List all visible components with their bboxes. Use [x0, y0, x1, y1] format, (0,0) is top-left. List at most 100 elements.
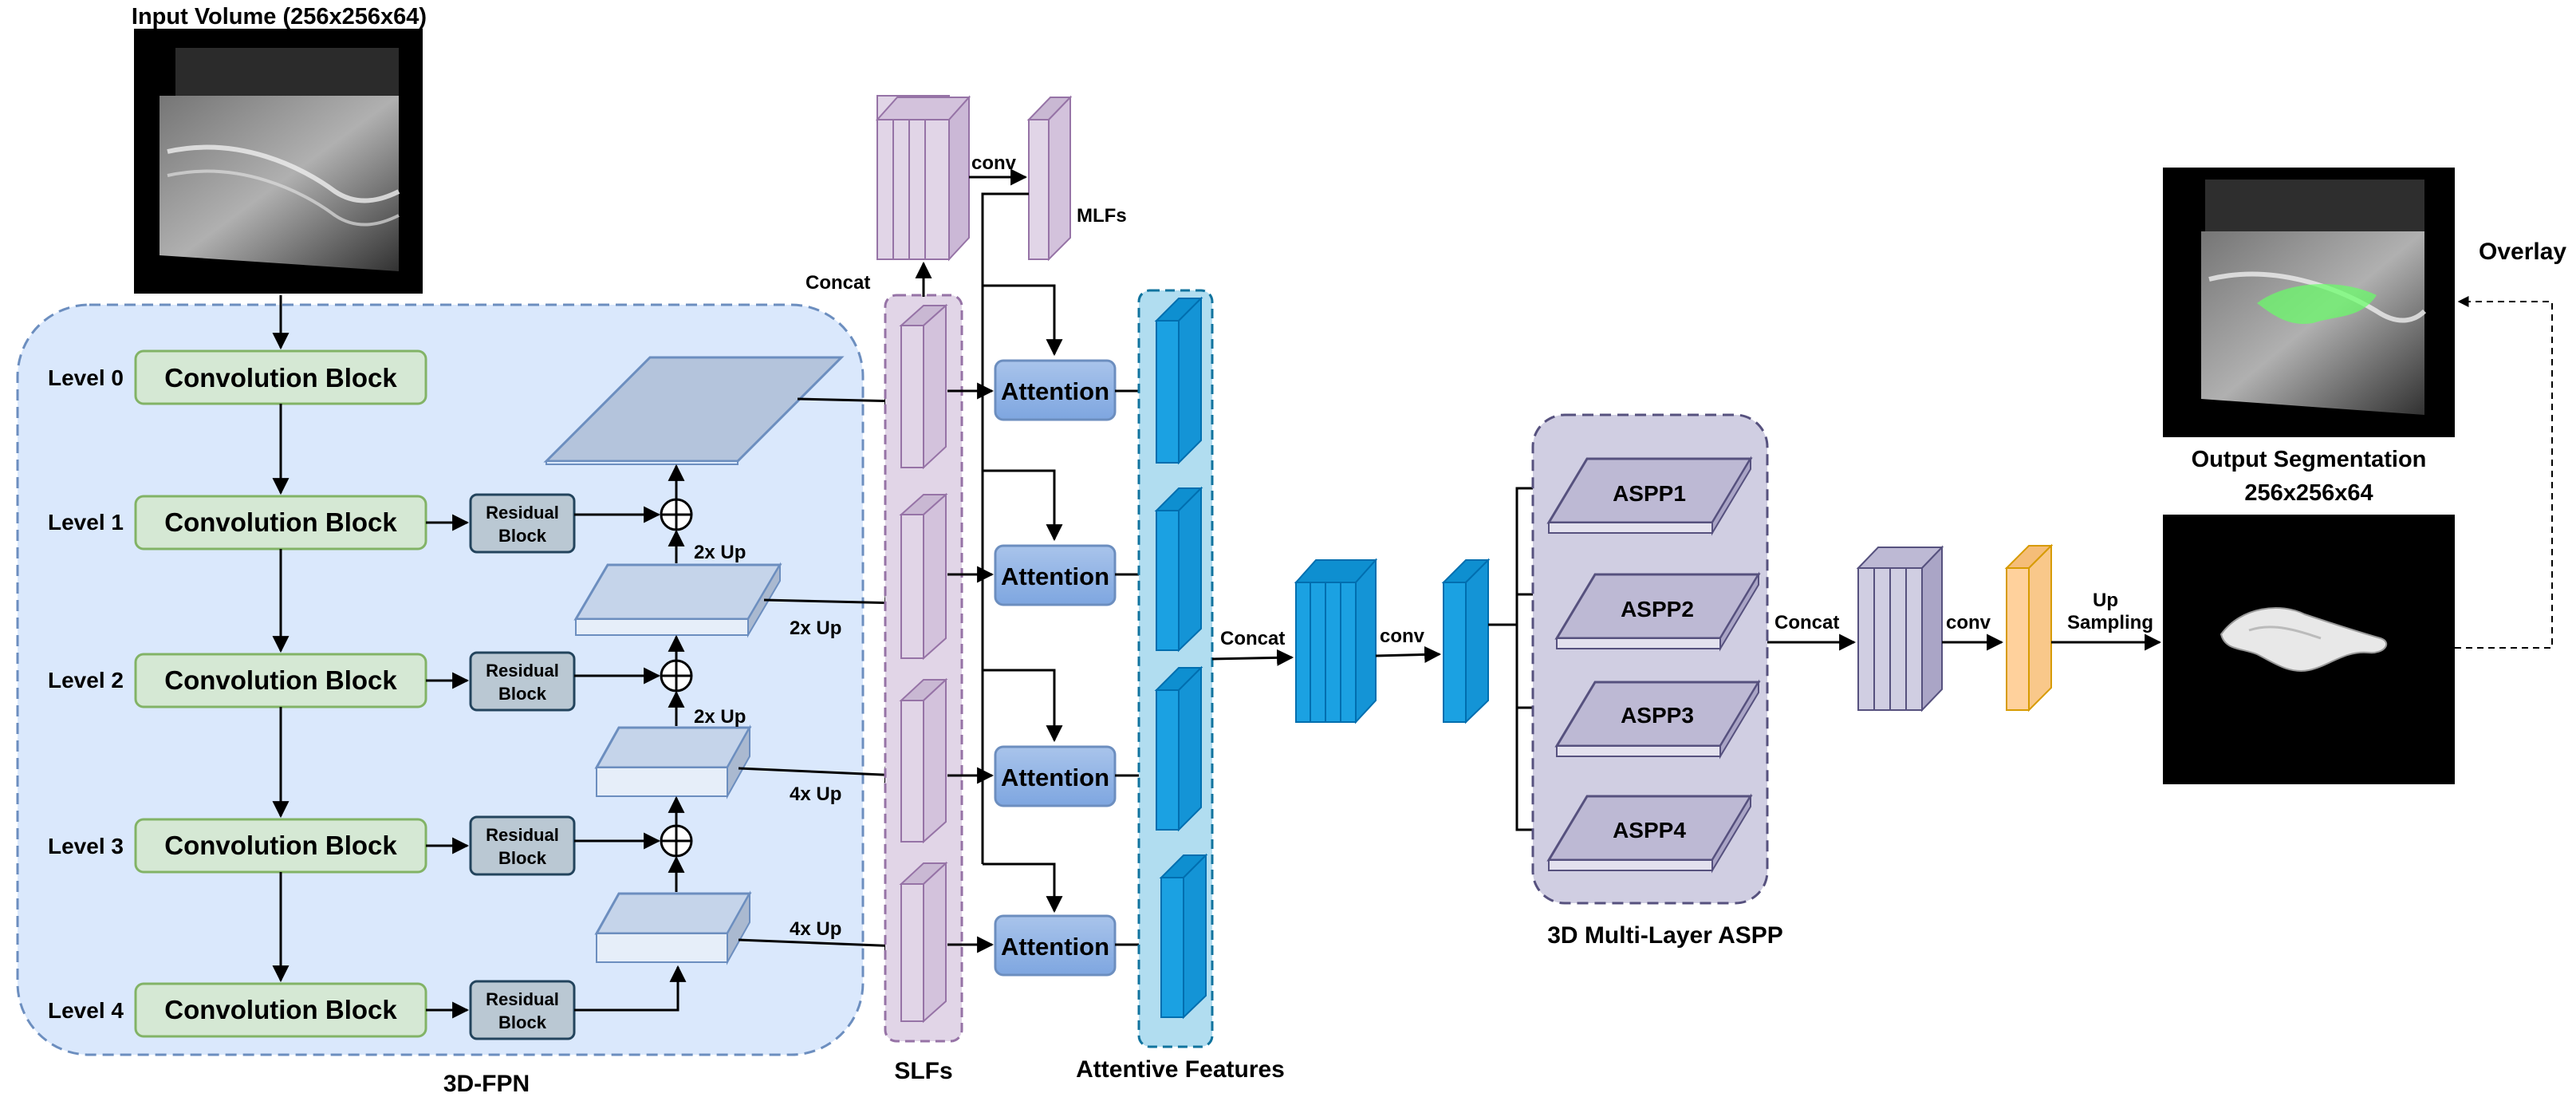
- input-volume-image: [134, 29, 423, 294]
- head-up-label-line2: Sampling: [2067, 612, 2153, 633]
- level-1: Level 1 Convolution Block: [48, 495, 427, 551]
- aspp-block-1: ASPP1: [1546, 456, 1753, 536]
- output-title-line2: 256x256x64: [2244, 480, 2373, 506]
- level-4: Level 4 Convolution Block: [48, 982, 427, 1038]
- fusion-conv-label: conv: [1380, 626, 1425, 647]
- output-segmentation-image: [2163, 515, 2455, 784]
- aspp-label: ASPP1: [1613, 481, 1686, 506]
- residual-block-4: Residual Block: [469, 980, 576, 1040]
- attentive-features-title: Attentive Features: [1076, 1056, 1285, 1083]
- aspp-block-3: ASPP3: [1554, 679, 1761, 760]
- slf-feature-0: [899, 303, 948, 470]
- fusion-concat-label: Concat: [1220, 628, 1285, 649]
- mlfs-title: MLFs: [1077, 205, 1127, 227]
- attentive-feature-3: [1154, 665, 1203, 832]
- level-label: Level 1: [48, 510, 124, 535]
- attention-label: Attention: [1001, 377, 1109, 405]
- convolution-block-label: Convolution Block: [164, 995, 397, 1024]
- convolution-block-label: Convolution Block: [164, 831, 397, 860]
- features-to-concat-arrow: [1211, 649, 1294, 666]
- fpn-feature-slab-3: [594, 890, 752, 965]
- attention-block-2: Attention: [994, 544, 1117, 606]
- slfs-band: [884, 294, 963, 1043]
- up-label-2x-c: 2x Up: [694, 706, 746, 728]
- residual-block-label-line1: Residual: [486, 825, 559, 845]
- slf-feature-3: [899, 861, 948, 1024]
- segmentation-overlay-shape: [2257, 284, 2377, 324]
- conv-to-residual-arrows: [426, 514, 470, 1019]
- concat-to-conv-arrow: [1375, 645, 1442, 663]
- residual-block-label-line1: Residual: [486, 989, 559, 1009]
- convolution-block-label: Convolution Block: [164, 507, 397, 537]
- residual-block-label-line1: Residual: [486, 661, 559, 681]
- level-label: Level 4: [48, 998, 124, 1023]
- fpn-feature-slab-0: [543, 356, 845, 465]
- head-conv-label: conv: [1946, 612, 1991, 633]
- fpn-feature-slab-2: [594, 724, 752, 799]
- mlf-conv-label: conv: [971, 152, 1017, 174]
- level-label: Level 0: [48, 365, 124, 390]
- residual-block-1: Residual Block: [469, 493, 576, 554]
- fusion-concat-stack: [1294, 558, 1378, 724]
- attentive-feature-1: [1154, 296, 1203, 465]
- slf-concat-stack: [875, 95, 971, 262]
- overlay-feedback-arrow: [2455, 296, 2553, 649]
- add-icon-1: [660, 498, 693, 531]
- output-title-line1: Output Segmentation: [2192, 447, 2427, 472]
- level-label: Level 2: [48, 668, 124, 693]
- up-label-2x-a: 2x Up: [694, 542, 746, 563]
- attentive-feature-4: [1159, 853, 1208, 1020]
- up-label-2x-b: 2x Up: [790, 618, 841, 639]
- up-label-4x-a: 4x Up: [790, 783, 841, 805]
- fusion-conv-feature: [1441, 558, 1491, 724]
- residual-block-3: Residual Block: [469, 815, 576, 876]
- aspp-block-4: ASPP4: [1546, 793, 1753, 874]
- level-0: Level 0 Convolution Block: [48, 349, 427, 405]
- residual-block-label-line2: Block: [498, 848, 547, 868]
- attention-label: Attention: [1001, 764, 1109, 791]
- slf-to-attention-arrows: [947, 382, 995, 953]
- aspp-label: ASPP3: [1621, 703, 1694, 728]
- slfs-title: SLFs: [894, 1058, 952, 1084]
- attention-block-3: Attention: [994, 745, 1117, 807]
- residual-block-label-line2: Block: [498, 684, 547, 704]
- attentive-feature-2: [1154, 486, 1203, 653]
- slf-concat-label: Concat: [805, 272, 870, 294]
- input-title: Input Volume (256x256x64): [132, 4, 427, 30]
- aspp-label: ASPP4: [1613, 818, 1686, 843]
- slf-feature-1: [899, 492, 948, 661]
- aspp-label: ASPP2: [1621, 597, 1694, 622]
- up-label-4x-b: 4x Up: [790, 918, 841, 940]
- upsampling-feature: [2004, 543, 2054, 712]
- aspp-container: [1531, 413, 1769, 905]
- aspp-block-2: ASPP2: [1554, 571, 1761, 652]
- attention-block-4: Attention: [994, 914, 1117, 977]
- fpn-title: 3D-FPN: [443, 1071, 530, 1097]
- head-concat-label: Concat: [1774, 612, 1839, 633]
- residual-block-2: Residual Block: [469, 651, 576, 712]
- head-concat-stack: [1856, 545, 1944, 712]
- output-overlay-image: [2163, 168, 2455, 437]
- add-icon-2: [660, 659, 693, 693]
- residual-block-label-line2: Block: [498, 1012, 547, 1032]
- add-icon-3: [660, 824, 693, 858]
- mlf-feature: [1026, 95, 1073, 262]
- aspp-title: 3D Multi-Layer ASPP: [1547, 922, 1783, 949]
- attention-label: Attention: [1001, 933, 1109, 961]
- level-label: Level 3: [48, 834, 124, 858]
- fpn-feature-slab-1: [573, 562, 782, 638]
- convolution-block-label: Convolution Block: [164, 363, 397, 393]
- residual-block-label-line2: Block: [498, 526, 547, 546]
- residual-to-adder-arrows: [574, 506, 687, 1012]
- level-3: Level 3 Convolution Block: [48, 818, 427, 874]
- slab-to-slf-arrows: [738, 393, 902, 954]
- overlay-label: Overlay: [2479, 239, 2566, 265]
- slf-feature-2: [899, 677, 948, 844]
- convolution-block-label: Convolution Block: [164, 665, 397, 695]
- attention-label: Attention: [1001, 562, 1109, 590]
- head-up-label-line1: Up: [2093, 590, 2118, 611]
- mlf-bus-lines: [981, 192, 1063, 914]
- residual-block-label-line1: Residual: [486, 503, 559, 523]
- attention-block-1: Attention: [994, 359, 1117, 421]
